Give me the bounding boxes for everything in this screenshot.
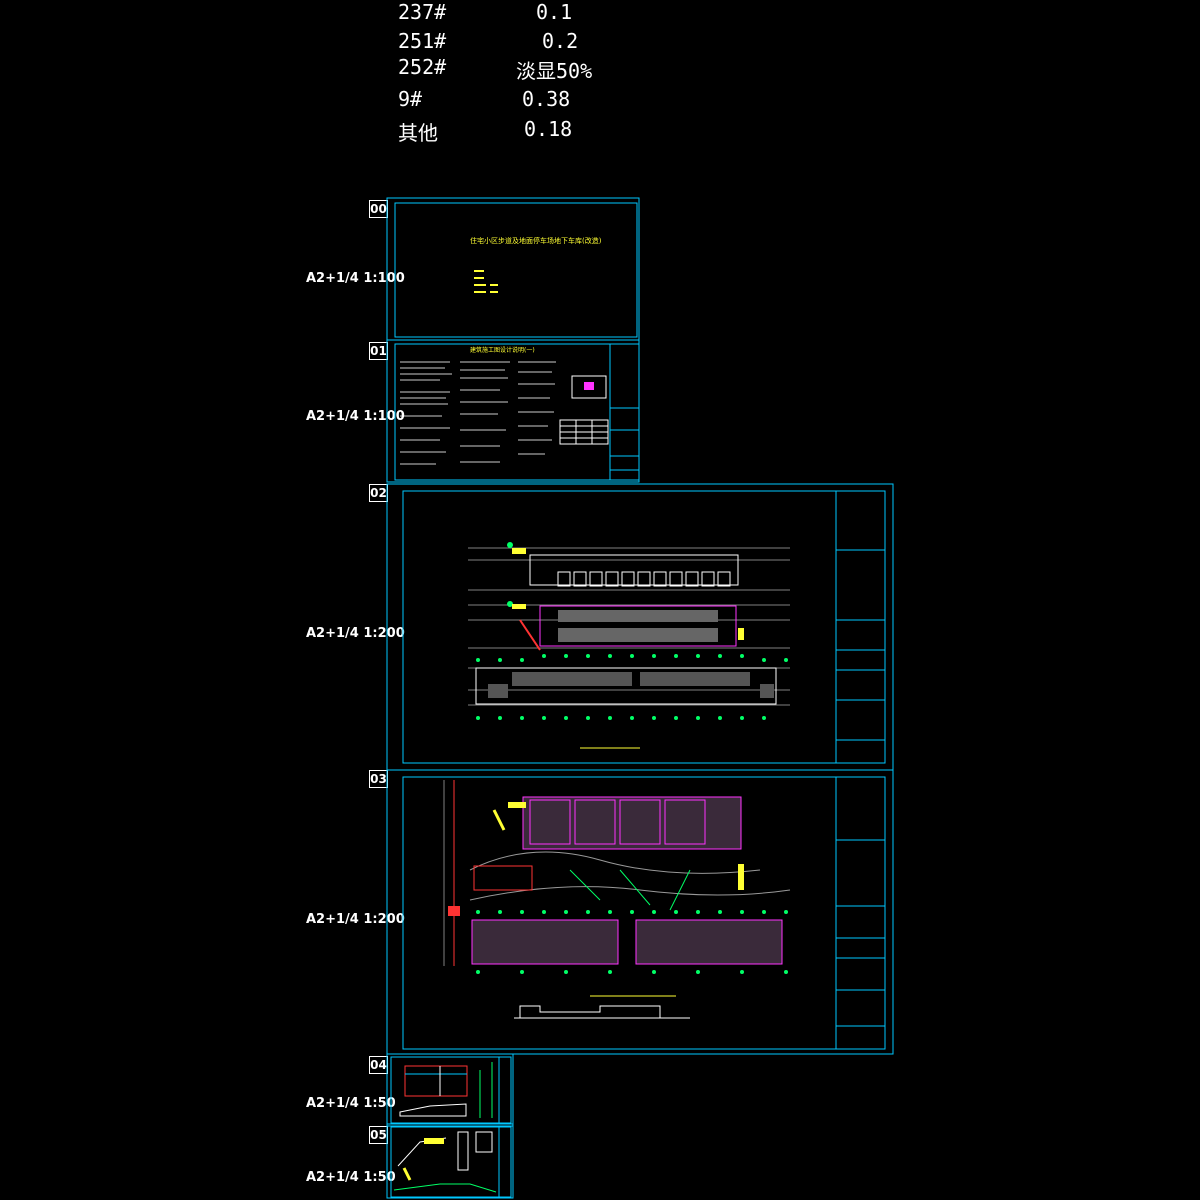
- legend-value: 0.18: [524, 117, 573, 141]
- sheet-03-plan: [386, 769, 894, 1055]
- sheet-scale: A2+1/4 1:50: [306, 1170, 396, 1185]
- legend-value: 0.2: [542, 29, 579, 53]
- legend-code: 252#: [398, 55, 447, 79]
- legend-row: 其他 0.18: [398, 117, 658, 145]
- sheet-05-detail: [386, 1123, 514, 1199]
- sheet-02-plan: [386, 483, 894, 771]
- cover-title: 住宅小区步道及地面停车场地下车库(改造): [470, 236, 602, 245]
- legend-row: 252# 淡显50%: [398, 55, 658, 83]
- legend-value: 淡显50%: [516, 59, 593, 83]
- legend-code: 9#: [398, 87, 423, 111]
- sheet-scale: A2+1/4 1:100: [306, 409, 405, 424]
- legend-value: 0.1: [536, 0, 573, 24]
- legend-code: 其他: [398, 121, 438, 145]
- legend-row: 9# 0.38: [398, 87, 658, 115]
- legend-code: 237#: [398, 0, 447, 24]
- legend-value: 0.38: [522, 87, 571, 111]
- legend-row: 251# 0.2: [398, 29, 658, 57]
- sheet-04-detail: [386, 1053, 514, 1127]
- legend-code: 251#: [398, 29, 447, 53]
- sheet-scale: A2+1/4 1:100: [306, 271, 405, 286]
- sheet-00-cover: 住宅小区步道及地面停车场地下车库(改造): [386, 197, 640, 341]
- sheet-scale: A2+1/4 1:200: [306, 626, 405, 641]
- sheet-01-notes: 建筑施工图设计说明(一): [386, 339, 640, 483]
- sheet-scale: A2+1/4 1:200: [306, 912, 405, 927]
- sheet-scale: A2+1/4 1:50: [306, 1096, 396, 1111]
- notes-title: 建筑施工图设计说明(一): [470, 346, 535, 354]
- legend-row: 237# 0.1: [398, 0, 658, 28]
